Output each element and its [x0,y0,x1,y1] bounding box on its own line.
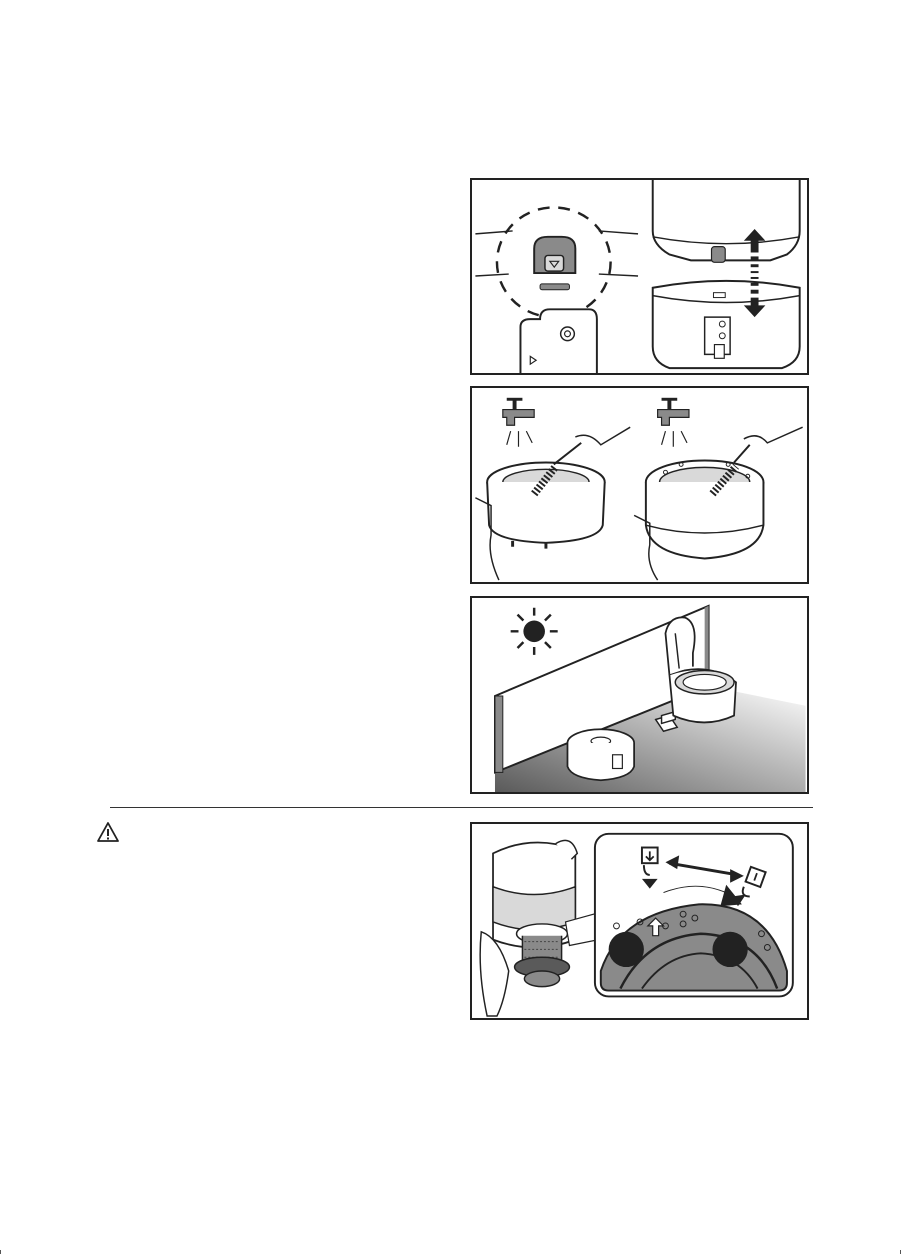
tap-icon [503,398,534,447]
figure-separate-tank [470,178,809,375]
tank-release-button-icon [534,237,575,290]
sun-icon [511,608,558,655]
section-divider [110,807,813,808]
warning-triangle-icon [97,822,119,842]
hand-icon [575,427,630,445]
crop-mark [0,1250,1,1254]
figure-rinse-under-tap [470,386,809,584]
separate-tank-illustration [472,180,807,373]
dry-illustration [472,598,807,792]
figure-filter-lock [470,822,809,1020]
filter-lock-illustration [472,824,807,1018]
figure-dry-in-shade [470,596,809,794]
rinse-illustration [472,388,807,582]
